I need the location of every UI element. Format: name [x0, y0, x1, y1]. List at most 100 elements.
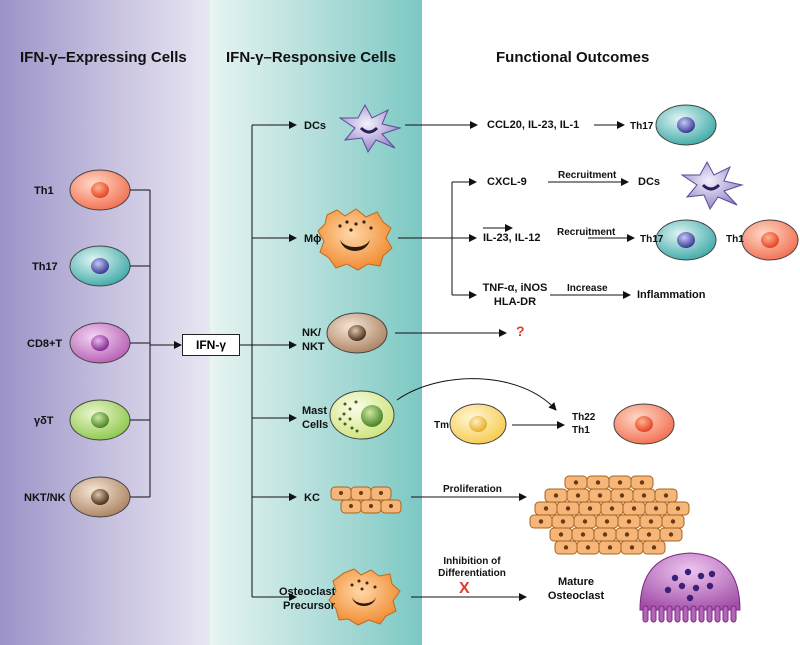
- branch-lines: [240, 121, 297, 601]
- header-outcomes: Functional Outcomes: [496, 49, 650, 66]
- kc-proliferated-sheet: [529, 475, 690, 555]
- cell-tm: [449, 403, 507, 445]
- osteoclast-finger: [666, 605, 673, 623]
- kc-nucleus: [617, 480, 623, 485]
- kc-cells: [330, 486, 402, 514]
- label-dcs: DCs: [304, 120, 327, 132]
- label-th1: Th1: [34, 185, 54, 197]
- kc-nucleus: [560, 519, 566, 524]
- label-cd8t: CD8+T: [27, 338, 63, 350]
- converge-lines: [130, 189, 182, 498]
- label-kc: KC: [304, 492, 320, 504]
- mature-osteoclast-cell: [639, 552, 741, 623]
- kc-nucleus: [575, 493, 581, 498]
- kc-nucleus: [675, 506, 681, 511]
- kc-nucleus: [626, 519, 632, 524]
- kc-nucleus: [573, 480, 579, 485]
- kc-nucleus: [538, 519, 544, 524]
- kc-nucleus: [582, 519, 588, 524]
- label-gdt: γδT: [34, 415, 54, 427]
- label-recruitment-2: Recruitment: [557, 227, 616, 238]
- kc-nucleus: [646, 532, 652, 537]
- kc-nucleus: [602, 532, 608, 537]
- kc-nucleus: [563, 545, 569, 550]
- inhibition-x-mark: X: [459, 580, 470, 597]
- kc-nucleus: [587, 506, 593, 511]
- osteoclast-finger: [706, 605, 713, 623]
- unknown-outcome-mark: ?: [516, 323, 525, 339]
- label-th17-a: Th17: [630, 121, 654, 132]
- kc-nucleus: [663, 493, 669, 498]
- kc-nucleus: [653, 506, 659, 511]
- label-il23-il12: IL-23, IL-12: [483, 232, 541, 244]
- label-mature-line2: Osteoclast: [547, 590, 605, 602]
- label-dcs-out: DCs: [638, 176, 661, 188]
- kc-nucleus: [648, 519, 654, 524]
- label-increase: Increase: [567, 283, 608, 294]
- osteoclast-finger: [650, 605, 657, 623]
- label-nktnk: NKT/NK: [24, 492, 66, 504]
- label-cxcl9: CXCL-9: [487, 176, 527, 188]
- label-inflammation: Inflammation: [637, 289, 706, 301]
- osteoclast-finger: [682, 605, 689, 623]
- kc-nucleus: [558, 532, 564, 537]
- osteoclast-finger: [658, 605, 665, 623]
- kc-nucleus: [565, 506, 571, 511]
- label-osteo-line2: Precursor: [283, 600, 335, 612]
- kc-nucleus: [553, 493, 559, 498]
- cell-cd8t: [69, 322, 131, 364]
- kc-nucleus: [619, 493, 625, 498]
- dc-cell-outcome: [680, 160, 744, 211]
- label-proliferation: Proliferation: [443, 484, 502, 495]
- kc-nucleus: [670, 519, 676, 524]
- cell-th1-left: [69, 169, 131, 211]
- label-tnf-line2: HLA-DR: [493, 296, 537, 308]
- mast-cell: [329, 390, 395, 440]
- macrophage-cell: [317, 208, 393, 271]
- osteoclast-finger: [674, 605, 681, 623]
- kc-nucleus: [631, 506, 637, 511]
- osteoclast-finger: [730, 605, 737, 623]
- osteoclast-finger: [714, 605, 721, 623]
- cell-gdt: [69, 399, 131, 441]
- cell-th17-outcome-a: [655, 104, 717, 146]
- kc-nucleus: [597, 493, 603, 498]
- osteoclast-finger: [690, 605, 697, 623]
- label-recruitment-1: Recruitment: [558, 170, 617, 181]
- label-mature-line1: Mature: [557, 576, 595, 588]
- label-th17: Th17: [32, 261, 58, 273]
- label-mphi: Mϕ: [304, 233, 322, 245]
- label-nk-line2: NKT: [302, 341, 325, 353]
- kc-nucleus: [543, 506, 549, 511]
- label-osteo-line1: Osteoclast: [279, 586, 336, 598]
- kc-nucleus: [641, 493, 647, 498]
- kc-nucleus: [651, 545, 657, 550]
- ifn-gamma-box: IFN-γ: [182, 334, 240, 356]
- label-th1-c: Th1: [572, 425, 590, 436]
- header-responsive: IFN-γ–Responsive Cells: [226, 49, 397, 66]
- label-tnf-line1: TNF-α, iNOS: [482, 282, 548, 294]
- kc-nucleus: [624, 532, 630, 537]
- kc-nucleus: [639, 480, 645, 485]
- label-mast-line1: Mast: [302, 405, 328, 417]
- kc-nucleus: [604, 519, 610, 524]
- label-inhibition-line2: Differentiation: [438, 568, 506, 579]
- cell-th22-th1: [613, 403, 675, 445]
- kc-nucleus: [668, 532, 674, 537]
- label-th17-b: Th17: [640, 234, 664, 245]
- osteoclast-finger: [698, 605, 705, 623]
- nk-cell-responsive: [326, 312, 388, 354]
- cell-nktnk: [69, 476, 131, 518]
- cell-th17-outcome-b: [655, 219, 717, 261]
- label-mast-line2: Cells: [302, 419, 329, 431]
- osteoclast-finger: [722, 605, 729, 623]
- cell-th1-outcome-b: [741, 219, 799, 261]
- label-th1-b: Th1: [726, 234, 744, 245]
- kc-nucleus: [609, 506, 615, 511]
- osteoclast-finger: [642, 605, 649, 623]
- label-tm: Tm: [434, 420, 449, 431]
- responsive-panel: [210, 0, 422, 645]
- kc-nucleus: [595, 480, 601, 485]
- cell-th17-left: [69, 245, 131, 287]
